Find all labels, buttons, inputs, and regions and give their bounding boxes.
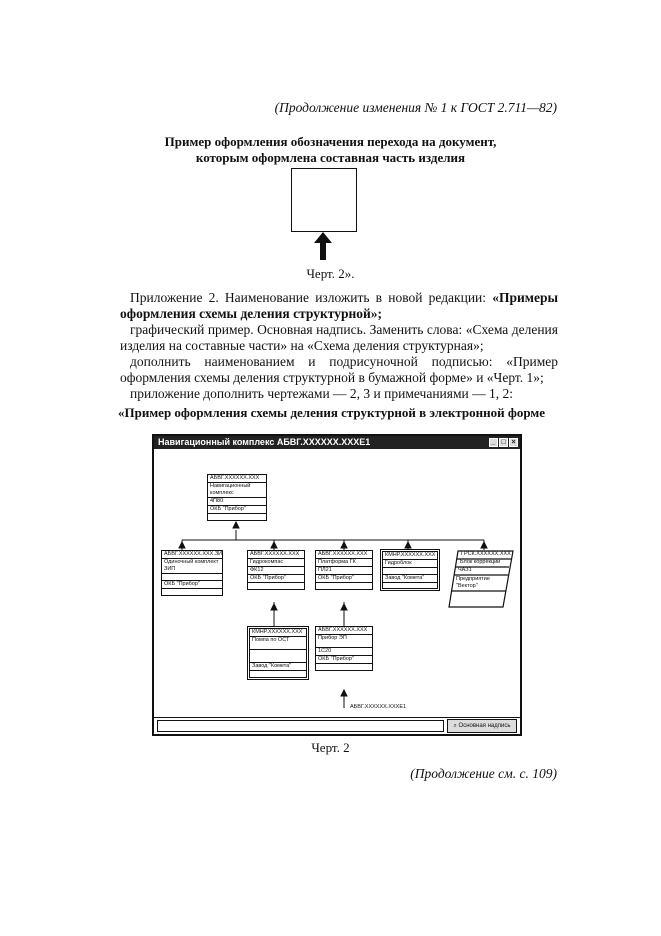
node-pump[interactable]: КМНР.ХХХХХХ.ХХХ Помпа по ОСТ Завод "Коме…	[247, 626, 309, 680]
caption-1: Черт. 2».	[306, 266, 355, 281]
node-device-ep-empty	[316, 664, 372, 670]
heading-line-2: которым оформлена составная часть издели…	[195, 150, 466, 165]
connector-lines	[178, 520, 488, 708]
node-root-empty	[208, 514, 266, 520]
node-root-maker: ОКБ "Прибор"	[208, 506, 266, 514]
node-platform[interactable]: АБВГ.ХХХХХХ.ХХХ Платформа ГК ПЛ21 ОКБ "П…	[315, 550, 373, 590]
heading-2: «Пример оформления схемы деления структу…	[118, 405, 546, 420]
status-field[interactable]	[157, 720, 444, 732]
node-gyrocompass-name: Гидрокомпас	[248, 559, 304, 567]
status-bar: ⌕ Основная надпись	[154, 717, 520, 734]
node-correction-name: Блок коррекции	[460, 559, 501, 565]
node-platform-maker: ОКБ "Прибор"	[316, 575, 372, 583]
node-hydroblock-maker: Завод "Комета"	[383, 575, 437, 583]
node-platform-code: ПЛ21	[316, 567, 372, 575]
node-gyrocompass-empty	[248, 583, 304, 589]
node-correction-maker[interactable]: Предприятие "Вектор"	[456, 576, 490, 589]
node-pump-designation: КМНР.ХХХХХХ.ХХХ	[250, 629, 306, 637]
node-zip-kit-maker: ОКБ "Прибор"	[162, 581, 222, 589]
node-device-ep-code: 1С20	[316, 648, 372, 656]
node-gyrocompass-maker: ОКБ "Прибор"	[248, 575, 304, 583]
node-zip-kit-designation: АБВГ.ХХХХХХ.ХХХ.ЗИ	[162, 551, 222, 559]
title-block-button-label: Основная надпись	[458, 723, 511, 729]
node-device-ep-name: Прибор ЭП	[316, 635, 372, 648]
node-gyrocompass-designation: АБВГ.ХХХХХХ.ХХХ	[248, 551, 304, 559]
node-pump-maker: Завод "Комета"	[250, 663, 306, 671]
node-hydroblock-empty	[383, 583, 437, 588]
title-block-button[interactable]: ⌕ Основная надпись	[447, 719, 517, 733]
sample-document-box	[291, 168, 357, 232]
node-device-ep-designation: АБВГ.ХХХХХХ.ХХХ	[316, 627, 372, 635]
node-root[interactable]: АБВГ.ХХХХХХ.ХХХ Навигационный комплекс 4…	[207, 474, 267, 521]
node-correction-designation: ГРСК.ХХХХХХ.ХХХ	[461, 551, 511, 557]
diagram-canvas: АБВГ.ХХХХХХ.ХХХ Навигационный комплекс 4…	[156, 452, 518, 716]
node-pump-name: Помпа по ОСТ	[250, 637, 306, 650]
paragraph-4: приложение дополнить чертежами — 2, 3 и …	[130, 386, 514, 401]
node-hydroblock-name: Гидроблок	[383, 560, 437, 568]
header-note: (Продолжение изменения № 1 к ГОСТ 2.711—…	[274, 100, 557, 115]
node-zip-kit[interactable]: АБВГ.ХХХХХХ.ХХХ.ЗИ Одиночный комплект ЗИ…	[161, 550, 223, 596]
app-window: Навигационный комплекс АБВГ.ХХХХХХ.ХХХЕ1…	[152, 434, 522, 736]
caption-2: Черт. 2	[311, 740, 350, 755]
search-icon: ⌕	[453, 723, 459, 729]
node-zip-kit-name: Одиночный комплект ЗИП	[162, 559, 222, 574]
paragraph-1: Приложение 2. Наименование изложить в но…	[120, 290, 558, 321]
node-hydroblock[interactable]: КМНР.ХХХХХХ.ХХХ Гидроблок Завод "Комета"	[380, 549, 440, 591]
window-titlebar: Навигационный комплекс АБВГ.ХХХХХХ.ХХХЕ1…	[154, 436, 520, 449]
node-gyrocompass-code: ФК12	[248, 567, 304, 575]
node-hydroblock-designation: КМНР.ХХХХХХ.ХХХ	[383, 552, 437, 560]
node-device-ep[interactable]: АБВГ.ХХХХХХ.ХХХ Прибор ЭП 1С20 ОКБ "Приб…	[315, 626, 373, 671]
node-platform-empty	[316, 583, 372, 589]
body-text: Приложение 2. Наименование изложить в но…	[120, 290, 558, 402]
up-arrow-icon	[314, 232, 332, 260]
node-zip-kit-empty	[162, 589, 222, 595]
node-device-ep-maker: ОКБ "Прибор"	[316, 656, 372, 664]
node-root-designation: АБВГ.ХХХХХХ.ХХХ	[208, 475, 266, 483]
reference-label: АБВГ.ХХХХХХ.ХХХЕ1	[350, 704, 407, 710]
node-root-name: Навигационный комплекс	[208, 483, 266, 498]
node-zip-kit-code	[162, 574, 222, 581]
maximize-icon[interactable]: □	[499, 438, 508, 447]
close-icon[interactable]: ×	[509, 438, 518, 447]
paragraph-3: дополнить наименованием и подрисуночной …	[120, 354, 558, 385]
node-platform-name: Платформа ГК	[316, 559, 372, 567]
paragraph-2: графический пример. Основная надпись. За…	[120, 322, 558, 353]
node-correction-frame	[448, 550, 514, 608]
node-correction-code: ЧАЗ1	[458, 567, 472, 573]
node-root-code: 4П80	[208, 498, 266, 506]
node-hydroblock-code	[383, 568, 437, 575]
heading-line-1: Пример оформления обозначения перехода н…	[164, 134, 497, 149]
node-platform-designation: АБВГ.ХХХХХХ.ХХХ	[316, 551, 372, 559]
node-pump-empty	[250, 671, 306, 677]
node-pump-code	[250, 650, 306, 663]
window-title: Навигационный комплекс АБВГ.ХХХХХХ.ХХХЕ1	[158, 437, 371, 447]
node-gyrocompass[interactable]: АБВГ.ХХХХХХ.ХХХ Гидрокомпас ФК12 ОКБ "Пр…	[247, 550, 305, 590]
continue-note: (Продолжение см. с. 109)	[410, 766, 557, 781]
minimize-icon[interactable]: _	[489, 438, 498, 447]
